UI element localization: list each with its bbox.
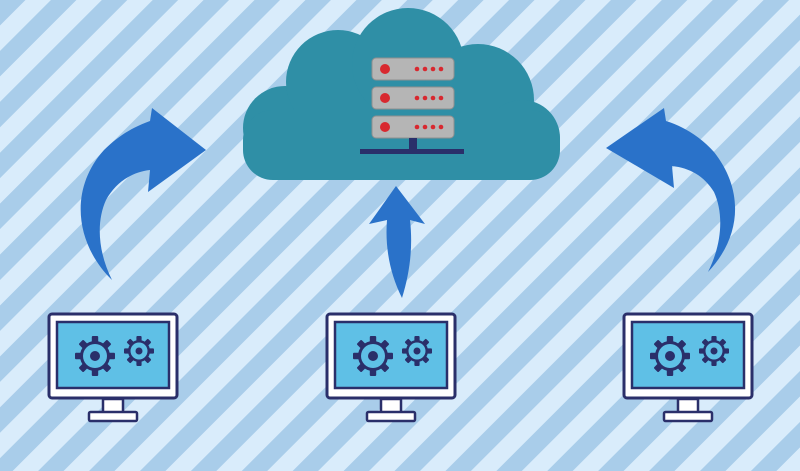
- server-icon: [360, 57, 464, 154]
- arrow-center-to-cloud: [369, 186, 425, 298]
- arrow-left-to-cloud: [80, 108, 206, 280]
- server-unit: [371, 86, 455, 110]
- arrow-right-to-cloud: [606, 108, 736, 272]
- server-unit: [371, 115, 455, 139]
- server-unit: [371, 57, 455, 81]
